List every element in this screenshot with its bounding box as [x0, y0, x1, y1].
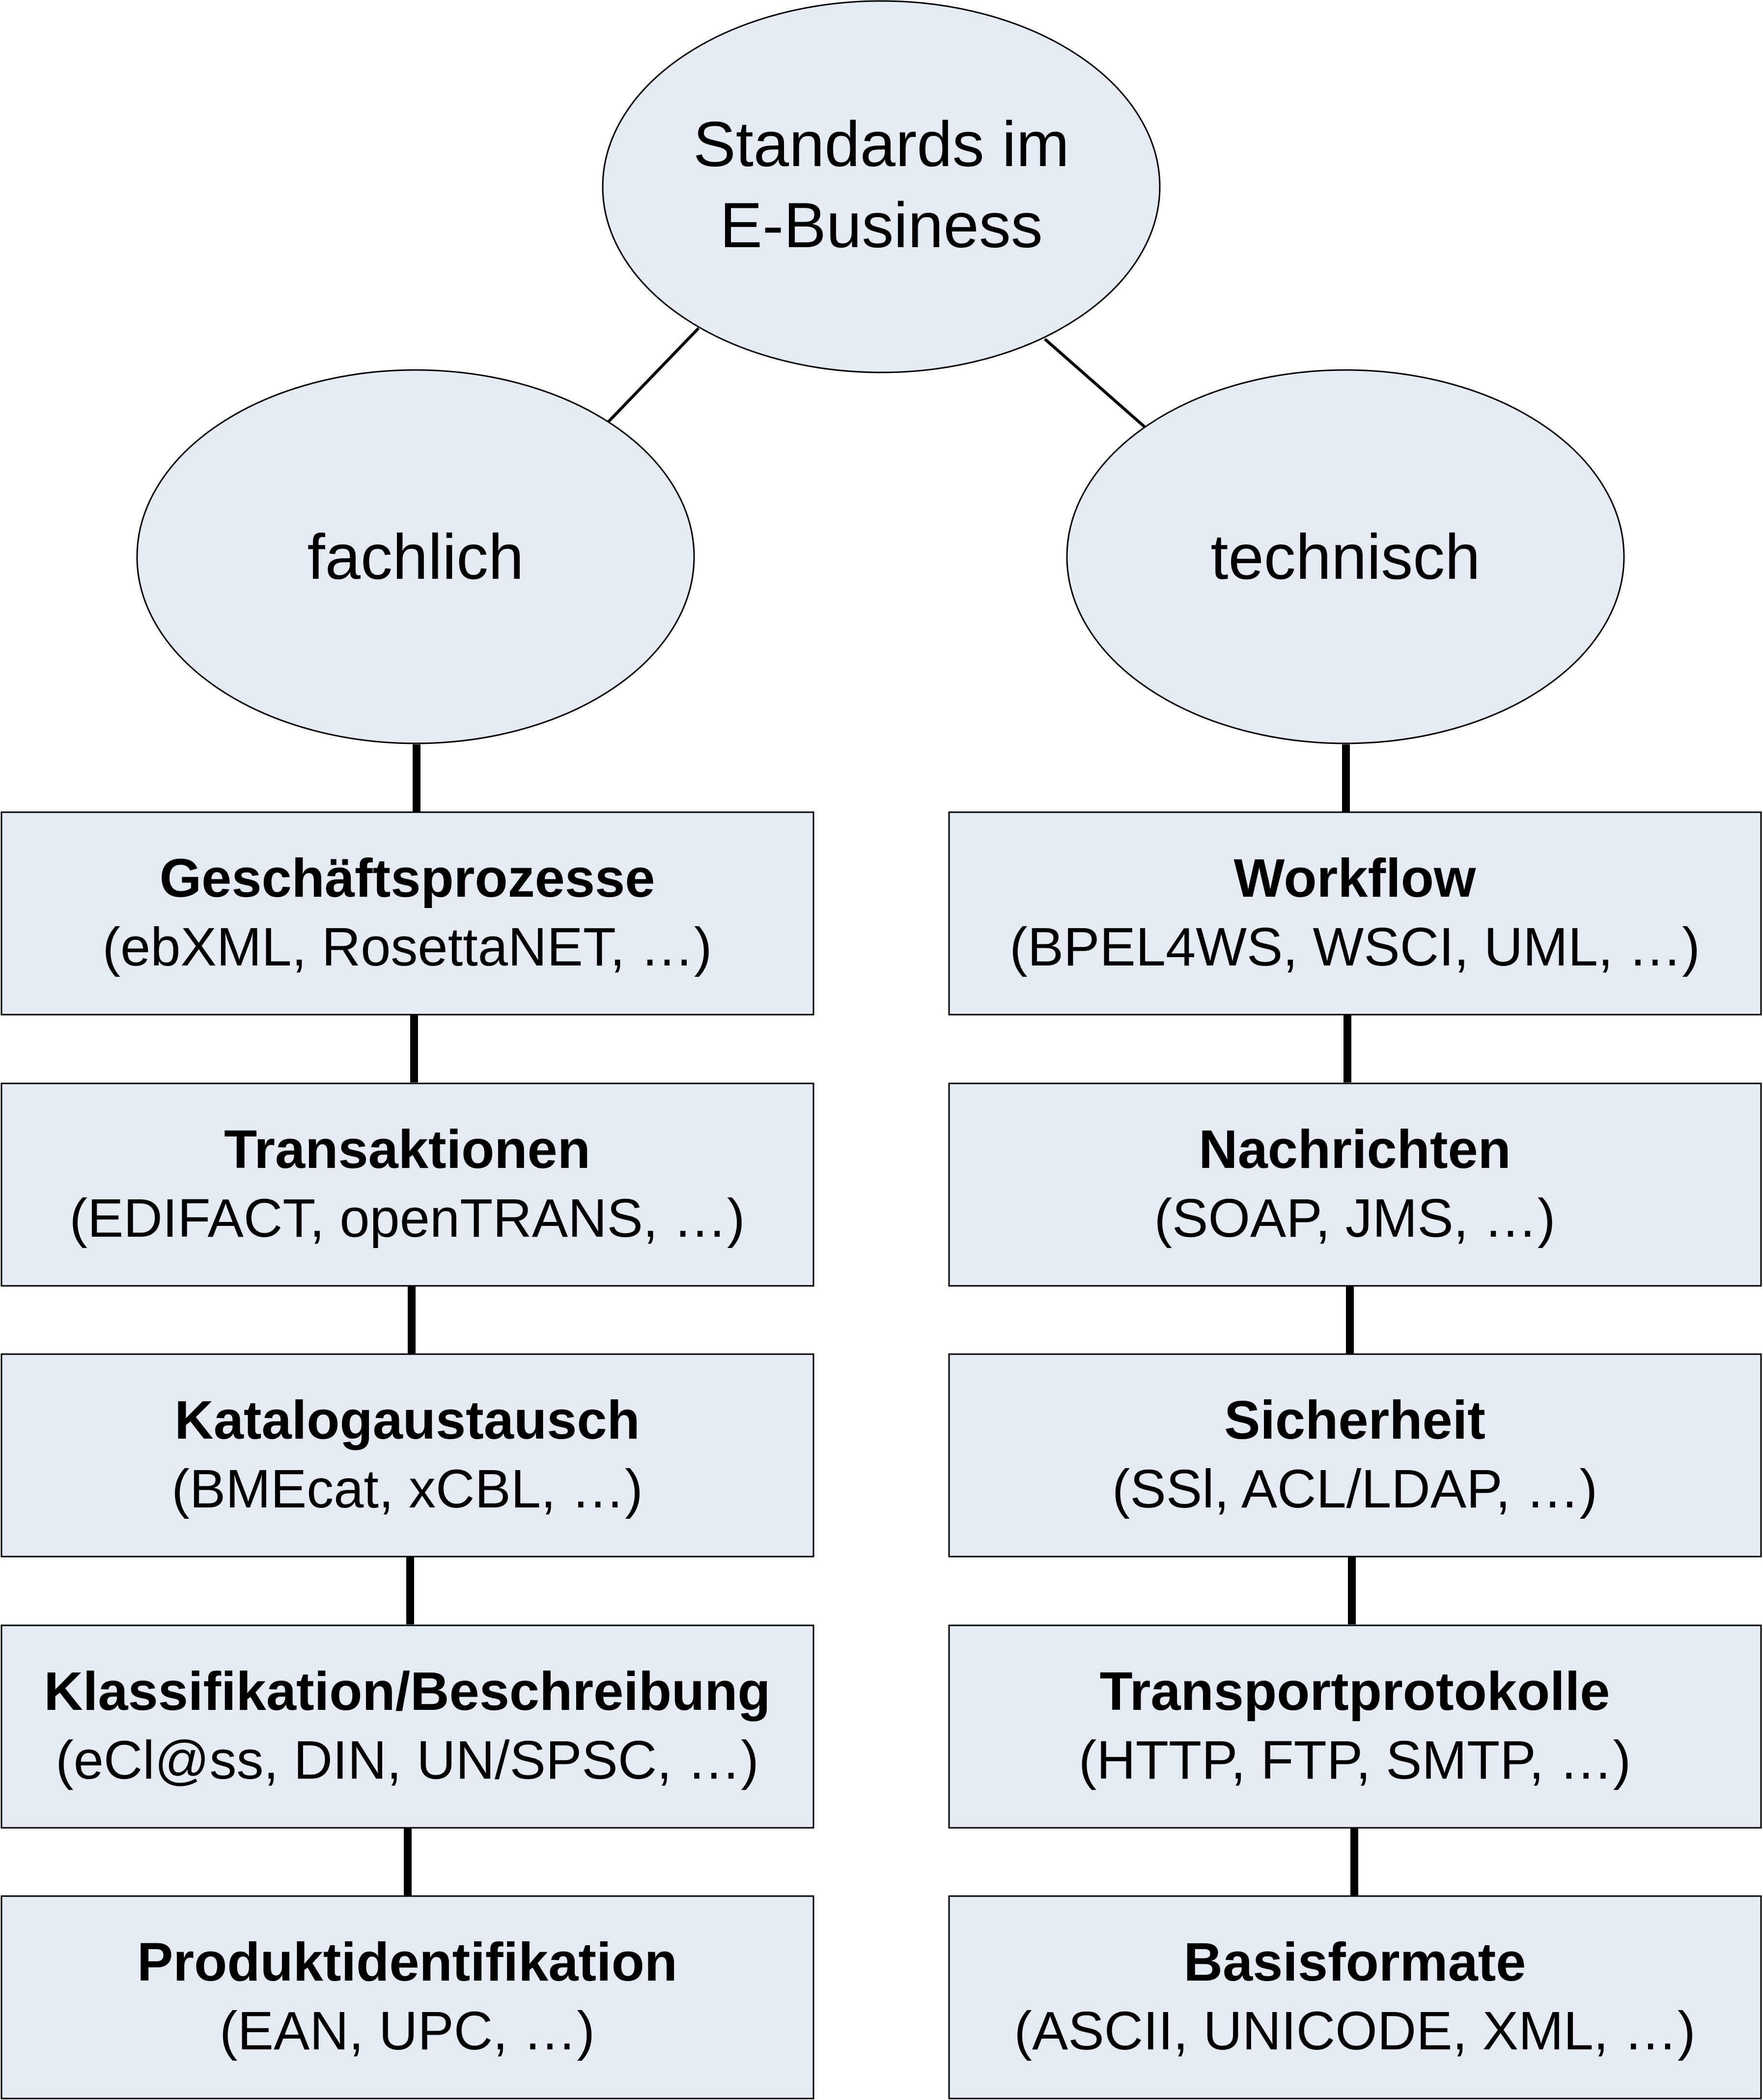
- left-box-3: Katalogaustausch (BMEcat, xCBL, …): [0, 1353, 814, 1558]
- right-box-1-examples: (BPEL4WS, WSCI, UML, …): [1009, 917, 1700, 977]
- right-box-5-examples: (ASCII, UNICODE, XML, …): [1014, 2001, 1695, 2061]
- technisch-node: technisch: [1066, 369, 1625, 744]
- connectors: [404, 327, 1358, 1896]
- left-box-2-title: Transaktionen: [224, 1119, 590, 1180]
- left-box-4-title: Klassifikation/Beschreibung: [44, 1661, 770, 1722]
- root-title-line2: E-Business: [720, 189, 1043, 261]
- right-box-5-title: Basisformate: [1184, 1932, 1526, 1992]
- right-box-4-title: Transportprotokolle: [1100, 1661, 1610, 1722]
- left-box-3-title: Katalogaustausch: [174, 1390, 640, 1450]
- left-box-3-examples: (BMEcat, xCBL, …): [171, 1459, 643, 1519]
- fachlich-label: fachlich: [308, 521, 524, 593]
- left-box-5-examples: (EAN, UPC, …): [220, 2001, 595, 2061]
- right-box-3-title: Sicherheit: [1224, 1390, 1485, 1450]
- right-box-1: Workflow (BPEL4WS, WSCI, UML, …): [948, 811, 1762, 1016]
- left-box-2: Transaktionen (EDIFACT, openTRANS, …): [0, 1082, 814, 1287]
- right-box-2: Nachrichten (SOAP, JMS, …): [948, 1082, 1762, 1287]
- right-box-4: Transportprotokolle (HTTP, FTP, SMTP, …): [948, 1624, 1762, 1829]
- right-box-4-examples: (HTTP, FTP, SMTP, …): [1079, 1730, 1631, 1790]
- link-root-technisch: [1044, 338, 1148, 430]
- right-box-1-title: Workflow: [1234, 848, 1476, 908]
- left-box-4-examples: (eCl@ss, DIN, UN/SPSC, …): [56, 1730, 759, 1790]
- right-box-2-title: Nachrichten: [1199, 1119, 1511, 1180]
- left-box-2-examples: (EDIFACT, openTRANS, …): [69, 1188, 745, 1249]
- right-box-2-examples: (SOAP, JMS, …): [1154, 1188, 1556, 1249]
- left-box-1: Geschäftsprozesse (ebXML, RosettaNET, …): [0, 811, 814, 1016]
- link-root-fachlich: [605, 327, 700, 425]
- left-box-4: Klassifikation/Beschreibung (eCl@ss, DIN…: [0, 1624, 814, 1829]
- right-box-3-examples: (SSl, ACL/LDAP, …): [1112, 1459, 1597, 1519]
- root-node: Standards im E-Business: [602, 0, 1161, 373]
- left-box-5: Produktidentifikation (EAN, UPC, …): [0, 1895, 814, 2100]
- root-title-line1: Standards im: [693, 108, 1069, 180]
- left-box-5-title: Produktidentifikation: [137, 1932, 677, 1992]
- left-box-1-examples: (ebXML, RosettaNET, …): [103, 917, 712, 977]
- fachlich-node: fachlich: [136, 369, 695, 744]
- left-box-1-title: Geschäftsprozesse: [160, 848, 655, 908]
- right-box-5: Basisformate (ASCII, UNICODE, XML, …): [948, 1895, 1762, 2100]
- right-box-3: Sicherheit (SSl, ACL/LDAP, …): [948, 1353, 1762, 1558]
- technisch-label: technisch: [1210, 521, 1480, 593]
